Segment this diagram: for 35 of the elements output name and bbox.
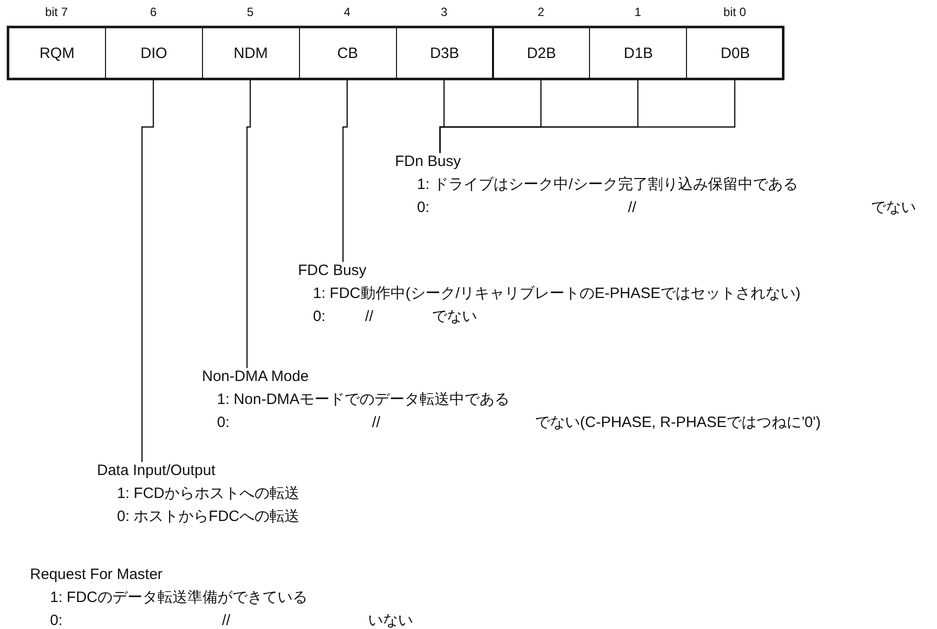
field-heading: Data Input/Output <box>97 462 216 480</box>
leader-line <box>246 79 251 368</box>
field-heading: FDC Busy <box>298 262 366 280</box>
ditto-mark: // <box>365 308 374 326</box>
bit-number: 2 <box>536 5 546 19</box>
bit-number: 4 <box>342 5 352 19</box>
ditto-mark: // <box>372 414 380 432</box>
bit-number: bit 7 <box>44 5 69 19</box>
leader-line <box>439 79 736 153</box>
field-heading: Non-DMA Mode <box>202 368 309 386</box>
bit-number: 6 <box>149 5 158 19</box>
value-label: 0: <box>313 308 326 326</box>
ditto-mark: // <box>628 199 636 217</box>
leader-line <box>342 79 348 262</box>
value-description: 0: ホストからFDCへの転送 <box>117 508 300 526</box>
value-label: 0: <box>50 612 63 629</box>
field-heading: Request For Master <box>30 566 163 584</box>
value-description: いない <box>368 612 413 629</box>
value-description: 1: FDCのデータ転送準備ができている <box>50 589 308 607</box>
value-label: 0: <box>417 199 430 217</box>
leader-line <box>141 79 154 462</box>
ditto-mark: // <box>222 612 230 629</box>
value-description: でない(C-PHASE, R-PHASEではつねに'0') <box>535 414 821 432</box>
bit-number: 3 <box>440 5 448 19</box>
value-description: 1: ドライブはシーク中/シーク完了割り込み保留中である <box>417 176 798 194</box>
value-description: でない <box>871 199 916 217</box>
value-description: 1: FDC動作中(シーク/リキャリブレートのE-PHASEではセットされない) <box>313 285 801 303</box>
value-description: 1: Non-DMAモードでのデータ転送中である <box>217 391 510 409</box>
bit-number: 1 <box>634 5 642 19</box>
bit-number: bit 0 <box>722 5 748 19</box>
value-description: 1: FCDからホストへの転送 <box>117 485 300 503</box>
value-label: 0: <box>217 414 230 432</box>
field-heading: FDn Busy <box>395 153 461 171</box>
value-description: でない <box>432 308 477 326</box>
bit-number: 5 <box>246 5 255 19</box>
